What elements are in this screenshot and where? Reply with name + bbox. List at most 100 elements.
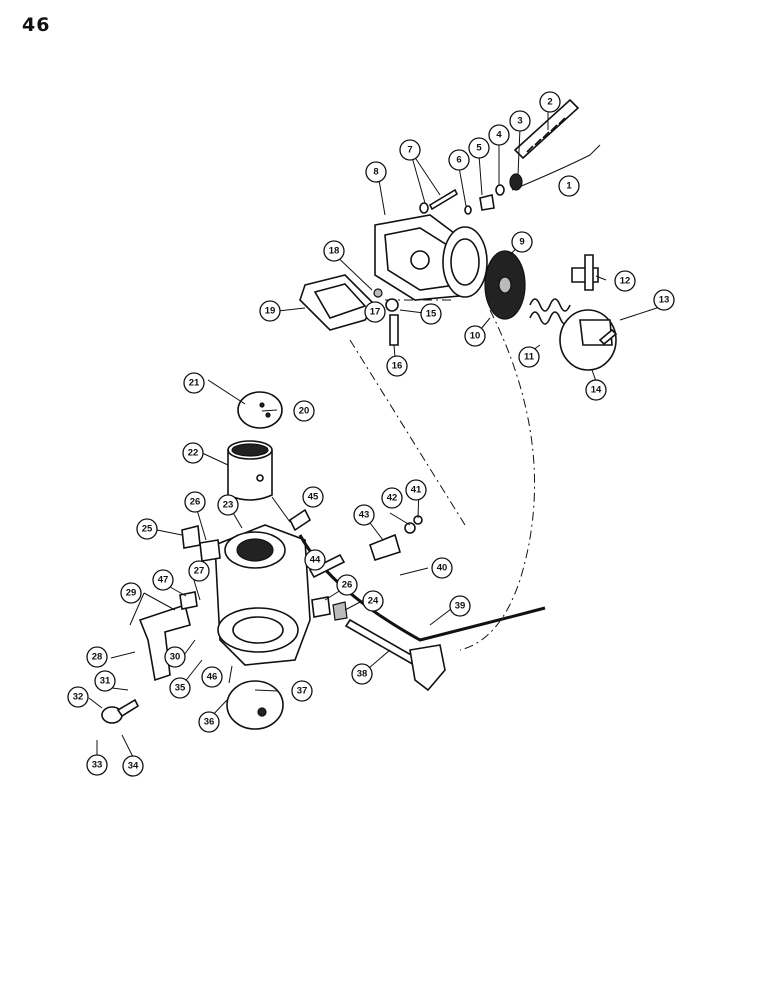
- callout-27: 27: [188, 560, 210, 582]
- callout-12: 12: [614, 270, 636, 292]
- throttle-cylinder: [227, 440, 273, 501]
- diaphragm: [484, 250, 526, 320]
- callout-11: 11: [518, 346, 540, 368]
- callout-23: 23: [217, 494, 239, 516]
- svg-text:37: 37: [297, 686, 308, 697]
- callout-30: 30: [164, 646, 186, 668]
- callout-6: 6: [448, 149, 470, 171]
- callout-24: 24: [362, 590, 384, 612]
- callout-17: 17: [364, 301, 386, 323]
- callout-22: 22: [182, 442, 204, 464]
- svg-text:26: 26: [190, 497, 201, 508]
- cover-plate: [442, 226, 488, 298]
- callout-34: 34: [122, 755, 144, 777]
- svg-text:35: 35: [175, 683, 186, 694]
- callout-29: 29: [120, 582, 142, 604]
- svg-text:45: 45: [308, 492, 319, 503]
- svg-text:21: 21: [189, 378, 200, 389]
- callout-26-lower: 26: [336, 574, 358, 596]
- callout-41: 41: [405, 479, 427, 501]
- svg-text:16: 16: [392, 361, 403, 372]
- svg-text:26: 26: [342, 580, 353, 591]
- svg-text:30: 30: [170, 652, 181, 663]
- svg-text:33: 33: [92, 760, 103, 771]
- callout-39: 39: [449, 595, 471, 617]
- bushings: [181, 525, 348, 621]
- assembly-line: [349, 339, 466, 526]
- svg-text:44: 44: [310, 555, 321, 566]
- svg-text:27: 27: [194, 566, 205, 577]
- throttle-shaft: [344, 618, 446, 692]
- elbow-fitting: [571, 254, 599, 291]
- fuel-tube: [511, 144, 601, 191]
- page-number: 46: [22, 14, 51, 36]
- callout-4: 4: [488, 124, 510, 146]
- callout-38: 38: [351, 663, 373, 685]
- callout-32: 32: [67, 686, 89, 708]
- svg-text:19: 19: [265, 306, 276, 317]
- callout-20: 20: [293, 400, 315, 422]
- svg-text:24: 24: [368, 596, 379, 607]
- pin-and-clip: [179, 508, 423, 610]
- svg-text:18: 18: [329, 246, 340, 257]
- callout-14: 14: [585, 379, 607, 401]
- svg-text:13: 13: [659, 295, 670, 306]
- filter-element: [513, 98, 580, 160]
- callout-26-upper: 26: [184, 491, 206, 513]
- callout-31: 31: [94, 670, 116, 692]
- svg-text:42: 42: [387, 493, 398, 504]
- svg-text:6: 6: [456, 155, 461, 166]
- svg-text:40: 40: [437, 563, 448, 574]
- callout-25: 25: [136, 518, 158, 540]
- callout-46: 46: [201, 666, 223, 688]
- gasket: [299, 274, 377, 331]
- callout-18: 18: [323, 240, 345, 262]
- svg-text:29: 29: [126, 588, 137, 599]
- svg-text:9: 9: [519, 237, 524, 248]
- svg-text:41: 41: [411, 485, 422, 496]
- svg-text:10: 10: [470, 331, 481, 342]
- svg-text:4: 4: [496, 130, 502, 141]
- svg-text:1: 1: [566, 181, 572, 192]
- lever-bracket: [138, 603, 191, 682]
- callout-2: 2: [539, 91, 561, 113]
- small-fittings: [419, 173, 523, 215]
- callout-28: 28: [86, 646, 108, 668]
- svg-text:15: 15: [426, 309, 437, 320]
- svg-text:47: 47: [158, 575, 169, 586]
- spring: [529, 298, 571, 325]
- callout-19: 19: [259, 300, 281, 322]
- svg-text:28: 28: [92, 652, 103, 663]
- callout-7: 7: [399, 139, 421, 161]
- svg-text:23: 23: [223, 500, 234, 511]
- svg-text:25: 25: [142, 524, 153, 535]
- svg-text:46: 46: [207, 672, 218, 683]
- callout-1: 1: [558, 175, 580, 197]
- svg-text:8: 8: [373, 167, 378, 178]
- svg-text:14: 14: [591, 385, 602, 396]
- svg-text:7: 7: [407, 145, 412, 156]
- svg-text:34: 34: [128, 761, 139, 772]
- callout-43: 43: [353, 504, 375, 526]
- svg-text:5: 5: [476, 143, 482, 154]
- svg-text:12: 12: [620, 276, 631, 287]
- svg-text:43: 43: [359, 510, 370, 521]
- bowl-cover: [226, 680, 284, 730]
- callout-16: 16: [386, 355, 408, 377]
- callout-13: 13: [653, 289, 675, 311]
- callout-10: 10: [464, 325, 486, 347]
- svg-text:2: 2: [547, 97, 552, 108]
- callout-35: 35: [169, 677, 191, 699]
- carburetor-body: [214, 524, 311, 666]
- svg-text:20: 20: [299, 406, 310, 417]
- callout-5: 5: [468, 137, 490, 159]
- callout-33: 33: [86, 754, 108, 776]
- callout-8: 8: [365, 161, 387, 183]
- callout-36: 36: [198, 711, 220, 733]
- callout-3: 3: [509, 110, 531, 132]
- svg-text:32: 32: [73, 692, 84, 703]
- svg-text:22: 22: [188, 448, 199, 459]
- callout-37: 37: [291, 680, 313, 702]
- screws-and-plugs: [373, 288, 618, 346]
